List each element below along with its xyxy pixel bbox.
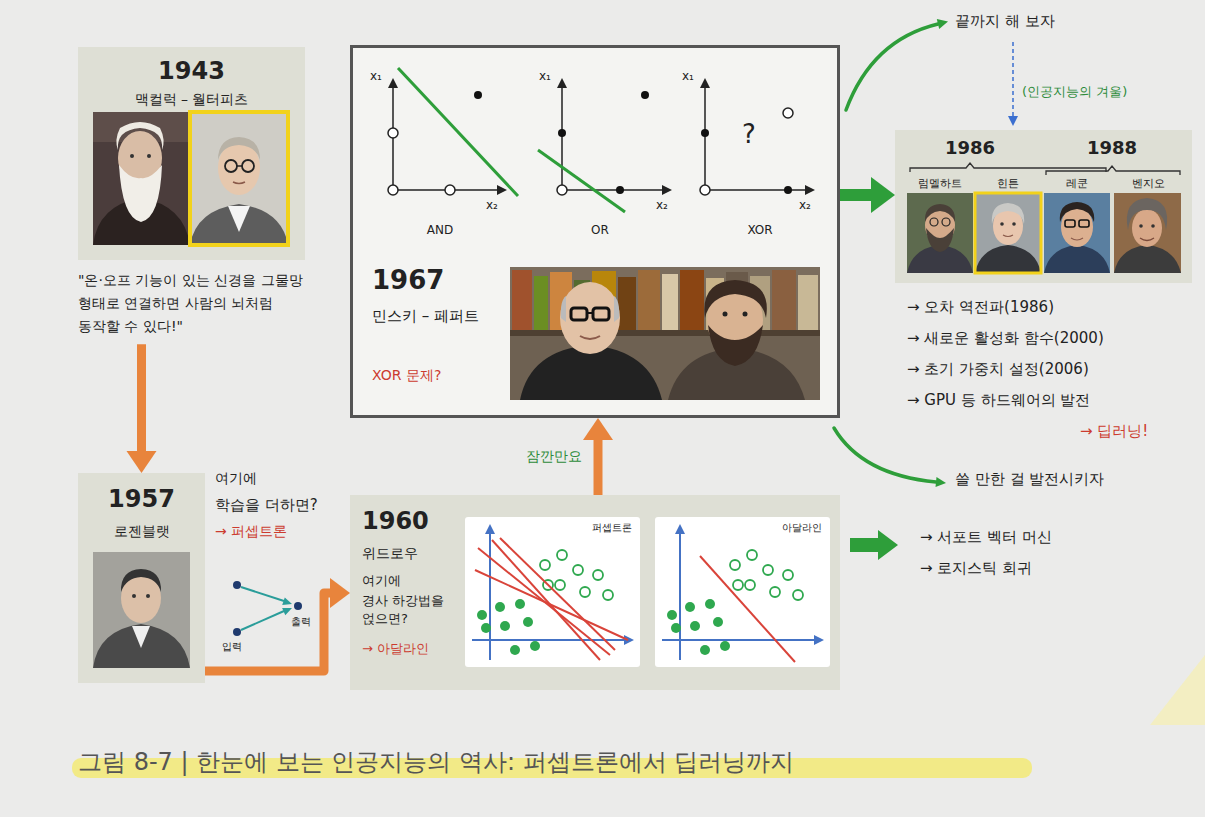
annotation-arrow [937, 19, 948, 29]
note: 경사 하강법을 얹으면? [362, 592, 460, 628]
list-item: → 초기 가중치 설정(2006) [907, 360, 1089, 378]
question-mark: ? [742, 119, 756, 150]
note: 여기에 [215, 470, 257, 487]
sketch-label: 입력 [222, 641, 242, 653]
arrow-head [127, 451, 157, 473]
plot-panel: 아달라인 [655, 517, 830, 667]
plot-panel: 퍼셉트론 [465, 517, 640, 667]
plot-title: XOR [730, 223, 790, 237]
list-item: → GPU 등 하드웨어의 발전 [907, 391, 1090, 409]
person-name: 힌튼 [974, 177, 1042, 190]
era-box: 1960 위드로우여기에경사 하강법을 얹으면? → 아달라인 퍼셉트론 아달라인 [350, 495, 840, 690]
person-names: 민스키 – 페퍼트 [372, 307, 479, 325]
list-item: → 서포트 벡터 머신 [920, 528, 1052, 546]
list-item: → 딥러닝! [1080, 422, 1148, 440]
arrow-head [871, 177, 895, 213]
note: (인공지능의 겨울) [1022, 84, 1127, 100]
list-item: → 오차 역전파(1986) [907, 298, 1054, 316]
annotation-arrow [1012, 42, 1014, 117]
connector-line [205, 593, 332, 671]
axis-label: x₂ [656, 198, 668, 212]
sketch-label: 출력 [291, 616, 311, 628]
year: 1967 [372, 265, 444, 296]
arrow-head [583, 418, 613, 440]
year: 1960 [362, 507, 429, 536]
result-note: → 아달라인 [362, 641, 429, 657]
edge-label: 잠깐만요 [526, 448, 582, 465]
person-name: 로젠블랫 [78, 523, 205, 540]
list-item: → 로지스틱 회귀 [920, 559, 1032, 577]
axis-label: x₂ [799, 198, 811, 212]
person-name: 레쿤 [1043, 177, 1111, 190]
person-name: 럼멜하트 [906, 177, 974, 190]
perceptron-sketch [282, 597, 292, 605]
year: 1988 [1082, 137, 1142, 159]
annotation-arrow [850, 530, 898, 560]
arrow-head [330, 578, 350, 608]
axis-label: x₁ [370, 69, 382, 83]
list-item: → 새로운 활성화 함수(2000) [907, 329, 1104, 347]
figure-caption: 그림 8-7 | 한눈에 보는 인공지능의 역사: 퍼셉트론에서 딥러닝까지 [78, 748, 794, 777]
era-box: 1986 1988 럼멜하트힌튼레쿤벤지오 [895, 130, 1192, 283]
plot-title: OR [570, 223, 630, 237]
annotation-arrow [1008, 116, 1018, 126]
year: 1943 [78, 57, 305, 86]
annotation-arrow [834, 428, 936, 482]
perceptron-sketch [241, 587, 284, 601]
question-note: XOR 문제? [372, 367, 441, 384]
quote: "온·오프 기능이 있는 신경을 그물망 형태로 연결하면 사람의 뇌처럼 동작… [78, 269, 305, 338]
connector-line [594, 438, 603, 495]
flow-arrow [583, 418, 613, 495]
panel-title: 퍼셉트론 [592, 522, 632, 534]
perceptron-sketch [294, 602, 302, 610]
connector-line [137, 344, 146, 453]
note: 여기에 [362, 573, 401, 589]
person-names: 맥컬럭 – 월터피츠 [78, 91, 305, 108]
year: 1957 [78, 485, 205, 514]
plot-title: AND [410, 223, 470, 237]
perceptron-sketch [233, 628, 241, 636]
note: 학습을 더하면? [215, 496, 318, 514]
axis-label: x₂ [486, 198, 498, 212]
perceptron-sketch [233, 581, 241, 589]
perceptron-sketch [241, 611, 284, 630]
flow-arrow [840, 177, 895, 213]
panel-title: 아달라인 [782, 522, 822, 534]
year: 1986 [940, 137, 1000, 159]
era-box: x₁ x₂ AND x₁ x₂ OR x₁? x₂ XOR 1967 민스키 – 페퍼트 XOR 문제… [350, 45, 840, 418]
annotation-arrow [936, 477, 947, 487]
person-name: 위드로우 [362, 545, 418, 562]
result-note: → 퍼셉트론 [215, 523, 287, 540]
era-box: 1943 맥컬럭 – 월터피츠 "온·오프 기능이 있는 신경을 그물망 형태로 연… [78, 47, 305, 344]
perceptron-sketch [233, 581, 302, 636]
connector-line [840, 189, 873, 201]
axis-label: x₁ [539, 69, 551, 83]
annotation-arrow [846, 24, 938, 110]
highlight [1150, 655, 1205, 725]
perceptron-sketch [282, 608, 292, 615]
axis-label: x₁ [682, 69, 694, 83]
note: 끝까지 해 보자 [955, 12, 1055, 30]
era-box: 1957 로젠블랫 [78, 473, 205, 683]
flow-arrow [205, 578, 350, 671]
flow-arrow [127, 344, 157, 473]
person-name: 벤지오 [1114, 177, 1182, 190]
note: 쓸 만한 걸 발전시키자 [955, 470, 1104, 488]
